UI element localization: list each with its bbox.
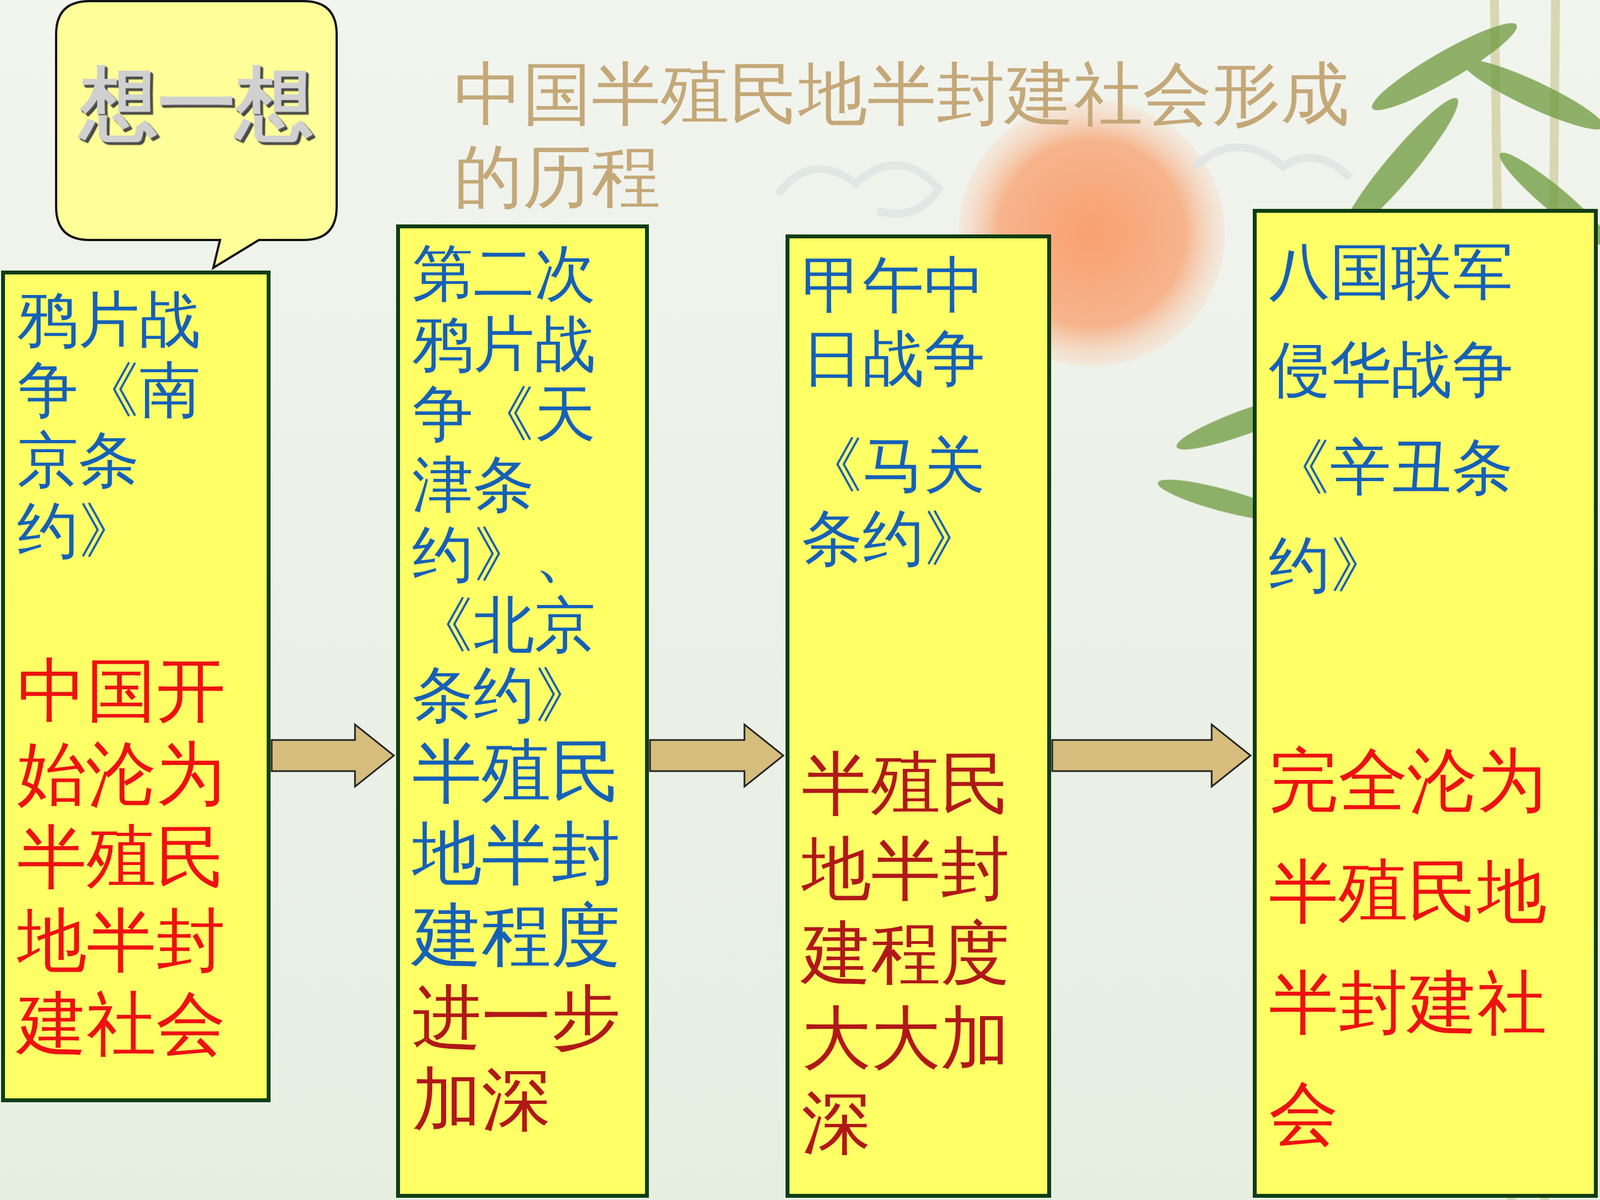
- event-box: 甲午中日战争《马关条约》半殖民地半封建程度大大加深: [785, 234, 1052, 1198]
- bubble-label: 想一想: [80, 61, 314, 147]
- event-text: 进一步加深: [412, 976, 633, 1140]
- block-arrow: [1052, 724, 1251, 787]
- text-stack: 第二次鸦片战争《天津条约》、《北京条约》半殖民地半封建程度进一步加深: [412, 238, 633, 1140]
- diagram-title: 中国半殖民地半封建社会形成的历程: [453, 52, 1399, 219]
- block-arrow: [271, 724, 394, 787]
- event-box: 鸦片战争《南京条约》中国开始沦为半殖民地半封建社会: [1, 270, 271, 1103]
- event-text: 半殖民地半封建程度大大加深: [801, 741, 1031, 1166]
- event-box: 八国联军侵华战争《辛丑条约》完全沦为半殖民地半封建社会: [1252, 208, 1598, 1198]
- event-label: 鸦片战争《南京条约》: [17, 284, 255, 566]
- event-label: 第二次鸦片战争《天津条约》、《北京条约》: [412, 238, 633, 731]
- event-box: 第二次鸦片战争《天津条约》、《北京条约》半殖民地半封建程度进一步加深: [396, 224, 649, 1198]
- text-stack: 甲午中日战争《马关条约》半殖民地半封建程度大大加深: [801, 248, 1031, 1166]
- event-text: 中国开始沦为半殖民地半封建社会: [17, 648, 255, 1066]
- speech-bubble: 想一想: [56, 1, 337, 240]
- event-label: 八国联军侵华战争: [1268, 222, 1550, 419]
- event-text: 《辛丑条约》: [1268, 418, 1550, 614]
- event-text: 半殖民地半封建程度: [412, 730, 633, 977]
- event-text: 完全沦为半殖民地半封建社会: [1268, 725, 1550, 1170]
- text-stack: 鸦片战争《南京条约》中国开始沦为半殖民地半封建社会: [17, 284, 255, 1066]
- block-arrow: [650, 724, 784, 787]
- event-label: 甲午中日战争: [801, 248, 1031, 395]
- text-stack: 八国联军侵华战争《辛丑条约》完全沦为半殖民地半封建社会: [1268, 222, 1550, 1170]
- event-text: 《马关条约》: [801, 428, 1031, 575]
- text-stack: 想一想: [80, 61, 314, 147]
